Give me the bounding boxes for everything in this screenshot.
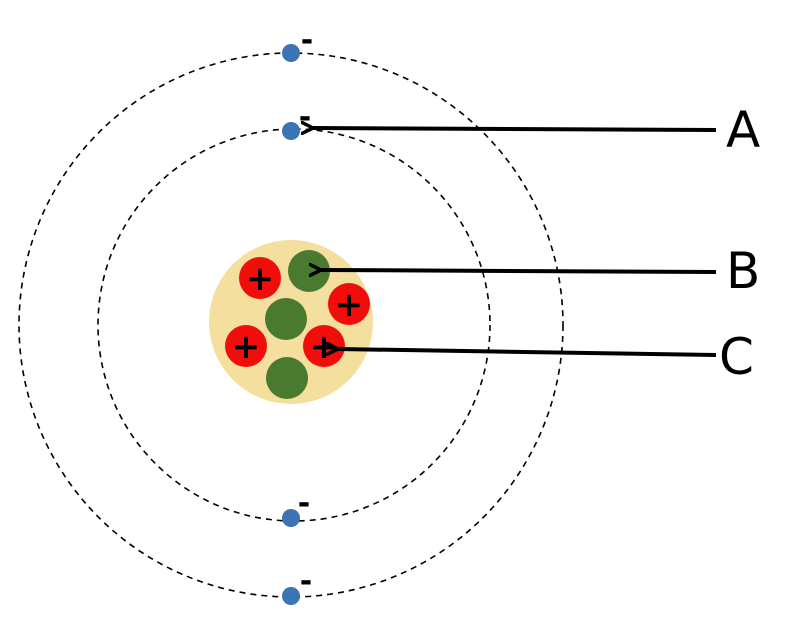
electron-sign: - <box>300 564 312 599</box>
proton: + <box>303 325 345 367</box>
electron: - <box>282 564 312 605</box>
inner-orbit <box>97 128 491 522</box>
label-a: A <box>726 101 760 159</box>
electron: - <box>282 486 310 527</box>
proton: + <box>225 325 267 367</box>
arrow-b <box>321 270 717 272</box>
label-b: B <box>726 242 760 300</box>
arrow-c <box>338 349 717 357</box>
proton-sign: + <box>335 285 364 325</box>
arrow-a <box>313 128 717 130</box>
proton-sign: + <box>232 327 261 367</box>
proton: + <box>239 257 281 299</box>
neutron <box>266 357 308 399</box>
label-c: C <box>719 328 754 386</box>
electron-sign: - <box>301 23 313 58</box>
electron-sign: - <box>299 100 311 135</box>
proton-sign: + <box>310 327 339 367</box>
neutron <box>265 298 307 340</box>
proton: + <box>328 283 370 325</box>
electron: - <box>282 23 313 62</box>
proton-sign: + <box>246 259 275 299</box>
electron-sign: - <box>298 486 310 521</box>
electron: - <box>282 100 311 140</box>
